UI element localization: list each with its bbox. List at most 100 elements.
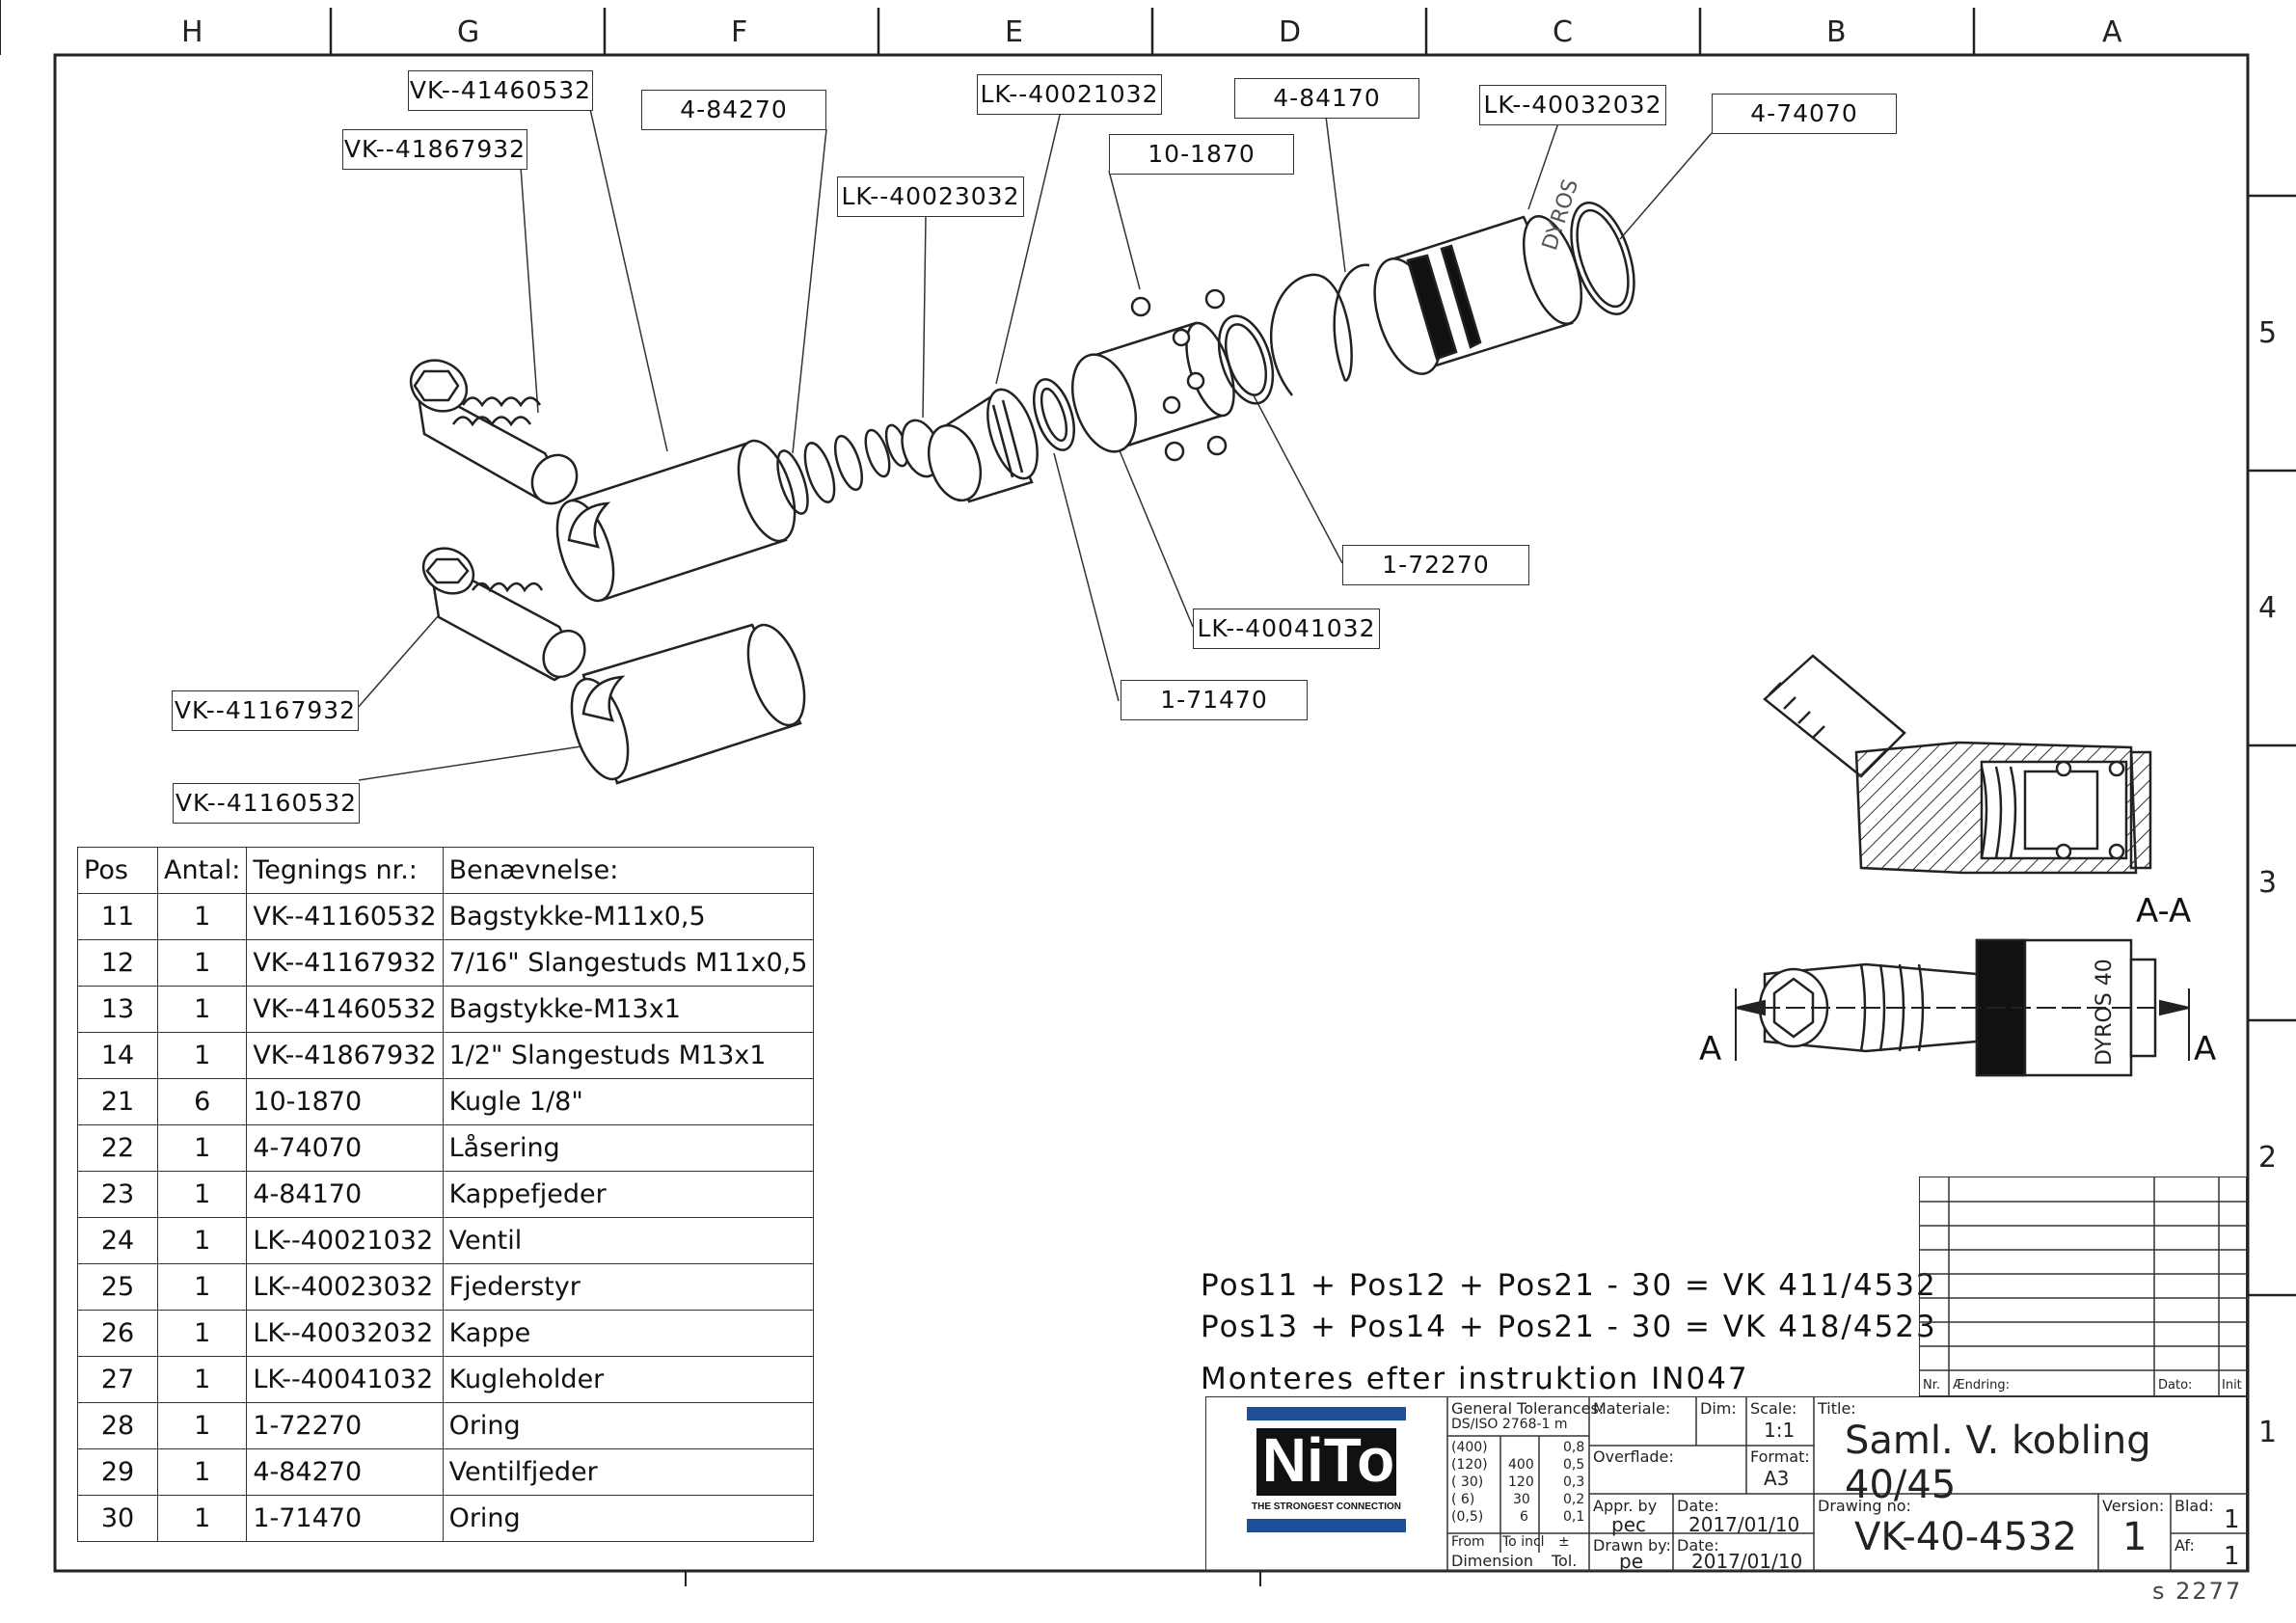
callout-vk41867932: VK--41867932 [342,129,527,170]
bom-drawing-no: VK--41160532 [246,893,444,940]
tol-row-4-from: ( 6) [1451,1492,1475,1507]
tol-row-2-val: 0,5 [1563,1457,1585,1473]
to-incl-label: To incl [1502,1534,1545,1550]
callout-lk40041032: LK--40041032 [1193,609,1380,649]
logo-box [1256,1428,1396,1496]
tol-row-1-val: 0,8 [1563,1440,1585,1455]
format-value: A3 [1764,1467,1790,1490]
drawn-date-label: Date: [1677,1536,1719,1555]
zone-H: H [181,15,203,49]
bom-pos: 25 [77,1263,158,1311]
callout-4-74070: 4-74070 [1712,94,1897,134]
bom-drawing-no: LK--40021032 [246,1217,444,1264]
approved-by-value: pec [1611,1513,1646,1536]
zone-C: C [1553,15,1573,49]
bom-name: Kugle 1/8" [442,1078,815,1125]
bom-header-drawing-no: Tegnings nr.: [246,847,444,894]
zone-2: 2 [2258,1141,2278,1175]
drawing-number: VK-40-4532 [1854,1515,2077,1559]
bom-qty: 1 [156,893,248,940]
of-value: 1 [2224,1542,2240,1571]
drawing-no-label: Drawing no: [1818,1497,1911,1515]
tolerance-standard: DS/ISO 2768-1 m [1451,1417,1568,1432]
bom-drawing-no: 1-71470 [246,1495,444,1542]
bom-name: Ventil [442,1217,815,1264]
drawn-by-value: pe [1619,1550,1643,1573]
bom-name: Ventilfjeder [442,1448,815,1496]
corner-code: s 2277 [2152,1578,2243,1605]
callout-vk41160532: VK--41160532 [173,783,360,824]
tol-row-1-from: (400) [1451,1440,1488,1455]
bom-qty: 1 [156,1171,248,1218]
bom-qty: 1 [156,1402,248,1449]
zone-1: 1 [2258,1416,2278,1449]
material-label: Materiale: [1593,1399,1671,1418]
callout-lk40021032: LK--40021032 [977,74,1162,115]
tol-row-3-val: 0,3 [1563,1474,1585,1490]
bom-drawing-no: 1-72270 [246,1402,444,1449]
callout-1-72270: 1-72270 [1342,545,1529,585]
bom-drawing-no: 10-1870 [246,1078,444,1125]
zone-E: E [1005,15,1023,49]
section-arrow-left-label: A [1699,1030,1722,1068]
tol-row-5-val: 0,1 [1563,1509,1585,1525]
callout-4-84170: 4-84170 [1234,78,1419,119]
bom-name: Kappefjeder [442,1171,815,1218]
bom-pos: 30 [77,1495,158,1542]
bom-qty: 1 [156,1124,248,1172]
tol-row-2-from: (120) [1451,1457,1488,1473]
version-value: 1 [2122,1515,2147,1559]
assembly-note-1: Pos11 + Pos12 + Pos21 - 30 = VK 411/4532 [1201,1268,1937,1303]
approved-date-label: Date: [1677,1497,1719,1515]
bom-name: Oring [442,1495,815,1542]
callout-4-84270: 4-84270 [641,90,826,130]
bom-qty: 1 [156,986,248,1033]
bom-drawing-no: LK--40032032 [246,1310,444,1357]
bom-drawing-no: 4-74070 [246,1124,444,1172]
logo-tagline: THE STRONGEST CONNECTION [1251,1501,1401,1512]
bom-qty: 1 [156,1356,248,1403]
callout-10-1870: 10-1870 [1109,134,1294,175]
revision-nr-label: Nr. [1923,1378,1941,1393]
revision-date-label: Dato: [2158,1378,2193,1393]
assembly-note-3: Monteres efter instruktion IN047 [1201,1362,1749,1396]
zone-D: D [1279,15,1302,49]
bom-name: Låsering [442,1124,815,1172]
logo-text: NiTo [1261,1425,1395,1495]
bom-drawing-no: 4-84270 [246,1448,444,1496]
bom-name: Bagstykke-M11x0,5 [442,893,815,940]
logo-bar-top [1247,1407,1406,1420]
bom-qty: 1 [156,1217,248,1264]
bom-drawing-no: LK--40041032 [246,1356,444,1403]
callout-vk41167932: VK--41167932 [172,690,359,731]
scale-label: Scale: [1750,1399,1797,1418]
bom-pos: 12 [77,939,158,987]
format-label: Format: [1750,1447,1810,1466]
bom-pos: 28 [77,1402,158,1449]
tol-row-5-to: 6 [1520,1509,1528,1525]
bom-header-qty: Antal: [156,847,248,894]
bom-pos: 22 [77,1124,158,1172]
bom-name: Kappe [442,1310,815,1357]
tol-row-4-to: 30 [1513,1492,1530,1507]
bom-drawing-no: LK--40023032 [246,1263,444,1311]
callout-1-71470: 1-71470 [1121,680,1308,720]
tol-row-2-to: 400 [1508,1457,1534,1473]
plus-minus-label: ± [1558,1534,1570,1550]
tol-row-3-from: ( 30) [1451,1474,1484,1490]
bom-name: 7/16" Slangestuds M11x0,5 [442,939,815,987]
bom-drawing-no: VK--41167932 [246,939,444,987]
zone-5: 5 [2258,316,2278,350]
surface-label: Overflade: [1593,1447,1674,1466]
bom-name: 1/2" Slangestuds M13x1 [442,1032,815,1079]
bom-qty: 1 [156,939,248,987]
